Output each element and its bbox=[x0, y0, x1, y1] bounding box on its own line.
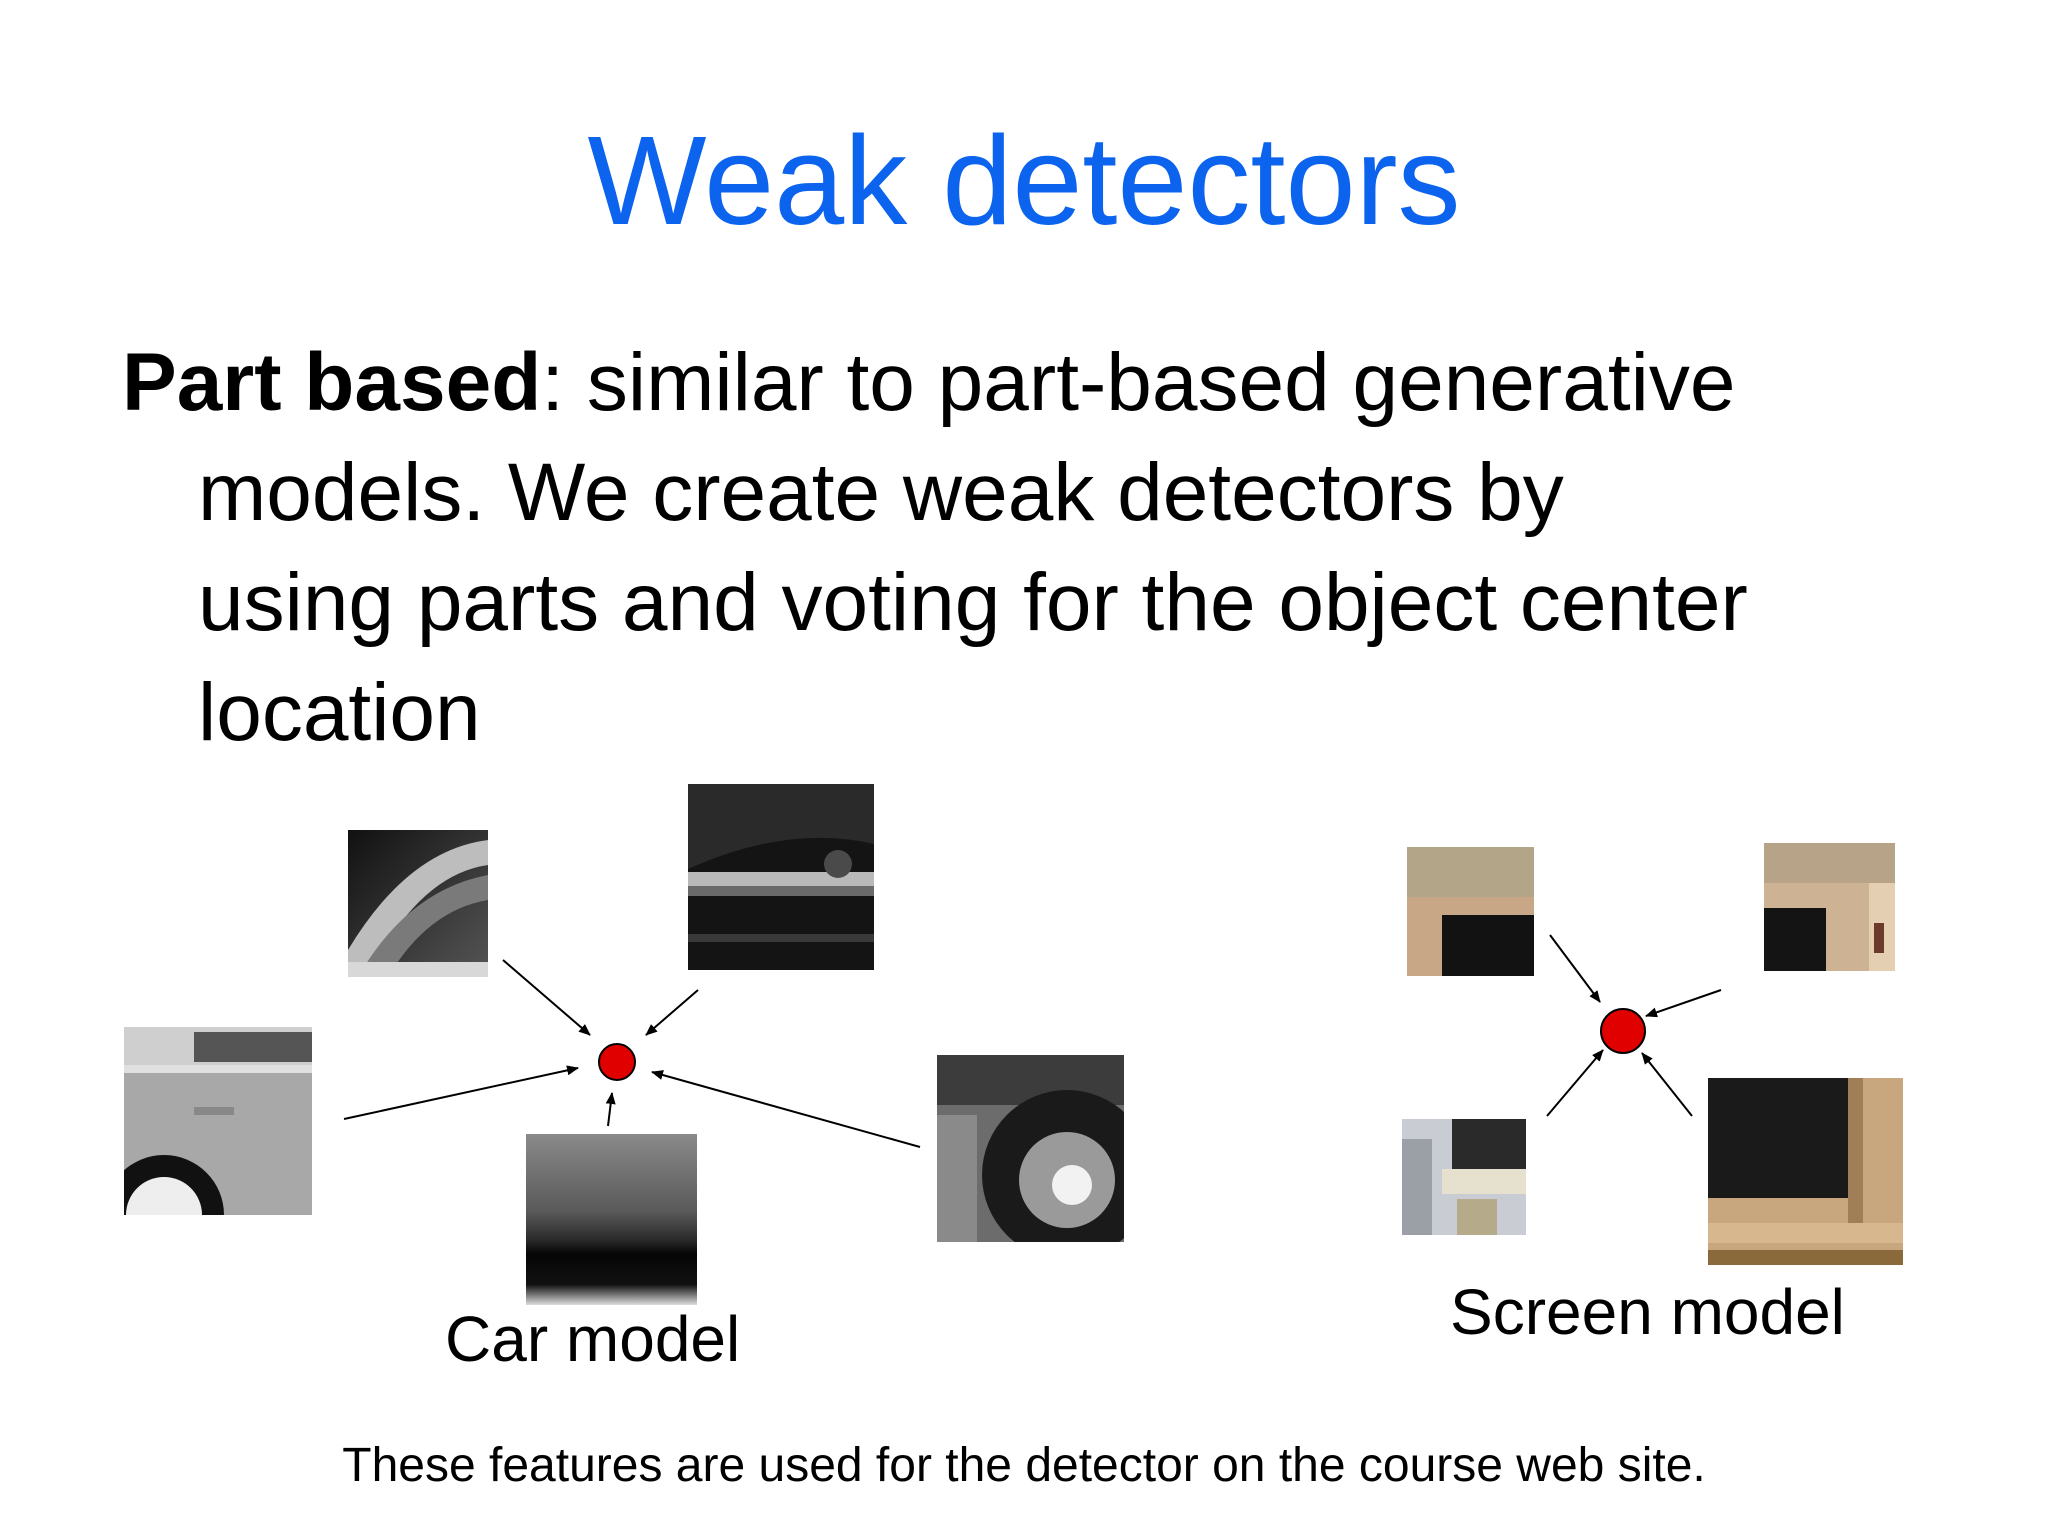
screen-arrow-from-top-right bbox=[1645, 989, 1722, 1018]
car-part-patch-window bbox=[688, 784, 874, 970]
car-part-patch-hood bbox=[348, 830, 488, 977]
screen-arrow-from-bottom-right bbox=[1641, 1052, 1693, 1117]
screen-part-patch-bottom-left bbox=[1402, 1119, 1526, 1235]
footer-note: These features are used for the detector… bbox=[342, 1439, 1706, 1492]
bullet-line-1-rest: : similar to part-based generative bbox=[541, 337, 1736, 428]
screen-part-patch-bottom-right bbox=[1708, 1078, 1903, 1265]
bullet-bold-term: Part based bbox=[122, 337, 542, 428]
screen-arrow-from-bottom-left bbox=[1546, 1049, 1604, 1117]
screen-part-patch-top-left bbox=[1407, 847, 1534, 976]
car-part-patch-wheel bbox=[937, 1055, 1124, 1242]
car-arrow-from-bumper bbox=[605, 1092, 616, 1127]
screen-center-dot bbox=[1600, 1008, 1646, 1054]
bullet-line-3: using parts and voting for the object ce… bbox=[198, 557, 1748, 648]
bullet-line-2: models. We create weak detectors by bbox=[198, 447, 1564, 538]
bullet-line-1: Part based: similar to part-based genera… bbox=[122, 328, 1952, 438]
bullet-text: Part based: similar to part-based genera… bbox=[122, 328, 1952, 768]
slide-title: Weak detectors bbox=[587, 110, 1461, 251]
screen-model-label: Screen model bbox=[1450, 1276, 1845, 1348]
bullet-line-4: location bbox=[198, 667, 481, 758]
car-arrow-from-hood bbox=[502, 959, 591, 1036]
car-arrow-from-wheel bbox=[651, 1070, 921, 1148]
screen-part-patch-top-right bbox=[1764, 843, 1895, 971]
car-model-label: Car model bbox=[445, 1303, 741, 1375]
car-part-patch-bumper bbox=[526, 1134, 697, 1305]
car-center-dot bbox=[598, 1043, 636, 1081]
car-arrow-from-door bbox=[343, 1065, 579, 1120]
car-part-patch-door bbox=[124, 1027, 312, 1215]
car-arrow-from-window bbox=[645, 989, 699, 1036]
screen-arrow-from-top-left bbox=[1549, 934, 1601, 1003]
